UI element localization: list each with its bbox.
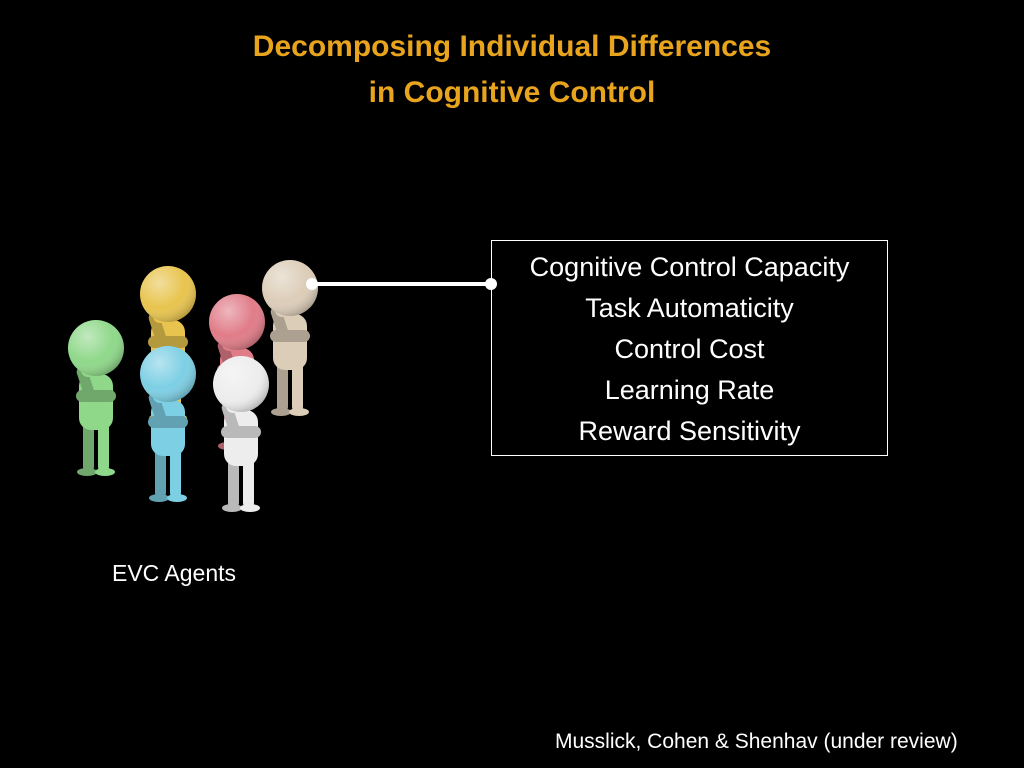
figure-raised-arm (148, 392, 167, 424)
figure-right-foot (289, 408, 309, 416)
parameter-learning-rate: Learning Rate (604, 375, 775, 405)
parameter-reward-sensitivity: Reward Sensitivity (578, 416, 801, 446)
figure-right-leg (98, 422, 109, 472)
figure-right-leg (170, 448, 181, 498)
figure-head-shading (140, 266, 196, 322)
figure-left-leg (277, 362, 288, 412)
figure-left-foot (222, 504, 242, 512)
figure-left-leg (83, 422, 94, 472)
figure-left-foot (271, 408, 291, 416)
figure-head-shading (68, 320, 124, 376)
parameters-box: Cognitive Control Capacity Task Automati… (491, 240, 888, 456)
parameter-cognitive-control-capacity: Cognitive Control Capacity (529, 252, 850, 282)
figure-right-foot (167, 494, 187, 502)
slide-title-line-1: Decomposing Individual Differences (252, 30, 772, 63)
connector-start-dot (306, 278, 318, 290)
slide-title: Decomposing Individual Differences in Co… (0, 24, 1024, 116)
citation: Musslick, Cohen & Shenhav (under review) (555, 730, 958, 753)
beige-agent-figure (262, 260, 318, 416)
figure-left-leg (228, 458, 239, 508)
figure-right-leg (243, 458, 254, 508)
blue-agent-figure (140, 346, 196, 502)
figure-head-shading (140, 346, 196, 402)
figure-head-shading (262, 260, 318, 316)
parameter-control-cost: Control Cost (614, 334, 765, 364)
figure-head-shading (209, 294, 265, 350)
figure-head-shading (213, 356, 269, 412)
green-agent-figure (68, 320, 124, 476)
figure-raised-arm (270, 306, 289, 338)
figure-right-foot (240, 504, 260, 512)
slide-title-line-2: in Cognitive Control (368, 76, 656, 109)
figure-left-leg (155, 448, 166, 498)
figure-left-foot (149, 494, 169, 502)
white-agent-figure (213, 356, 269, 512)
agents-label: EVC Agents (112, 560, 237, 586)
figure-right-foot (95, 468, 115, 476)
figure-raised-arm (76, 366, 95, 398)
figure-raised-arm (221, 402, 240, 434)
parameter-task-automaticity: Task Automaticity (585, 293, 794, 323)
figure-raised-arm (148, 312, 167, 344)
figure-right-leg (292, 362, 303, 412)
figure-left-foot (77, 468, 97, 476)
